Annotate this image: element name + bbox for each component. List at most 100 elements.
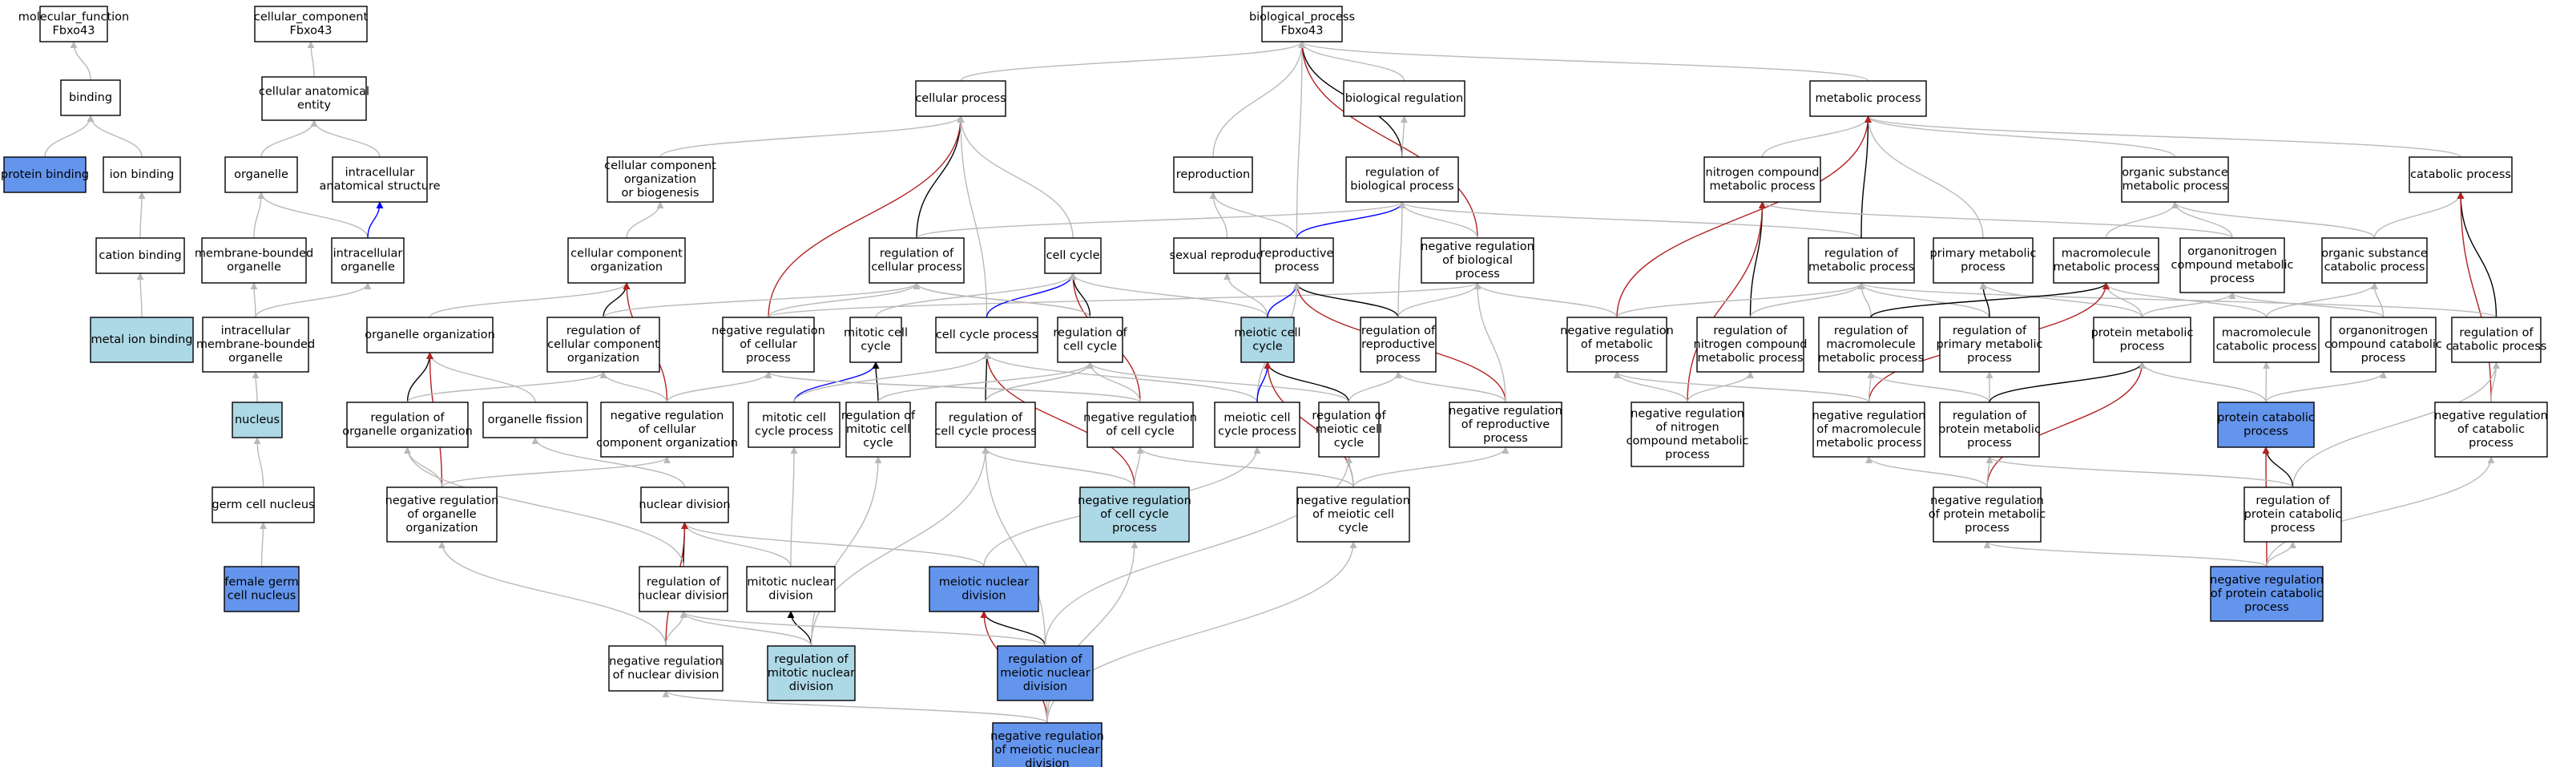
- node-label-line: metabolic process: [1808, 261, 1914, 274]
- node-label-line: of organelle: [407, 508, 476, 521]
- node-label-line: cell cycle: [1046, 249, 1099, 262]
- edge-regmitnucdiv-to-regnucdiv: [679, 611, 812, 647]
- edge-regprimmp-to-regmp: [1857, 282, 1990, 318]
- go-node-nucleus[interactable]: nucleus: [232, 402, 283, 438]
- go-node-cell-cycle[interactable]: cell cycle: [1044, 237, 1102, 274]
- node-label-line: regulation of: [1008, 653, 1082, 666]
- edge-negregnucdiv-to-negregorgorg: [438, 541, 667, 647]
- edge-regprotmp-to-regmacromp: [1867, 371, 1990, 403]
- go-node-organelle-organization[interactable]: organelle organization: [365, 317, 495, 353]
- edge-negregncmp-to-ncmp: [1687, 201, 1766, 403]
- go-node-cellular-process[interactable]: cellular process: [915, 80, 1006, 117]
- edge-onccp-to-oncmp: [2228, 292, 2385, 318]
- go-node-biological-regulation[interactable]: biological regulation: [1343, 80, 1465, 117]
- node-label-line: catabolic process: [2410, 168, 2511, 181]
- go-node-ion-binding[interactable]: ion binding: [103, 156, 181, 193]
- go-node-binding[interactable]: binding: [60, 79, 121, 116]
- go-node-metabolic-process[interactable]: metabolic process: [1809, 80, 1927, 117]
- go-node-organelle-fission[interactable]: organelle fission: [482, 402, 588, 438]
- go-node-metal-ion-binding[interactable]: metal ion binding: [90, 317, 194, 363]
- edge-ias-to-cae: [310, 119, 381, 158]
- node-box: [1818, 317, 1924, 373]
- go-node-cell-cycle-process[interactable]: cell cycle process: [935, 317, 1038, 353]
- go-node-nuclear-division[interactable]: nuclear division: [639, 486, 731, 523]
- go-node-germ-cell-nucleus[interactable]: germ cell nucleus: [212, 486, 315, 523]
- node-label-line: intracellular: [221, 325, 291, 337]
- go-node-catabolic-process[interactable]: catabolic process: [2409, 156, 2513, 193]
- edge-negregmeinucdiv-to-negregnucdiv: [662, 690, 1048, 724]
- edge-germnuc-to-nucleus: [253, 437, 264, 488]
- go-node-protein-binding[interactable]: protein binding: [1, 156, 89, 193]
- node-label-line: sexual reproduction: [1170, 249, 1285, 262]
- go-node-reproduction[interactable]: reproduction: [1173, 156, 1253, 193]
- edge-negregcc-to-negregcp: [764, 371, 1141, 403]
- go-node-cation-binding[interactable]: cation binding: [95, 237, 185, 274]
- go-node-organelle[interactable]: organelle: [224, 156, 298, 193]
- node-label-line: primary metabolic: [1936, 338, 2042, 351]
